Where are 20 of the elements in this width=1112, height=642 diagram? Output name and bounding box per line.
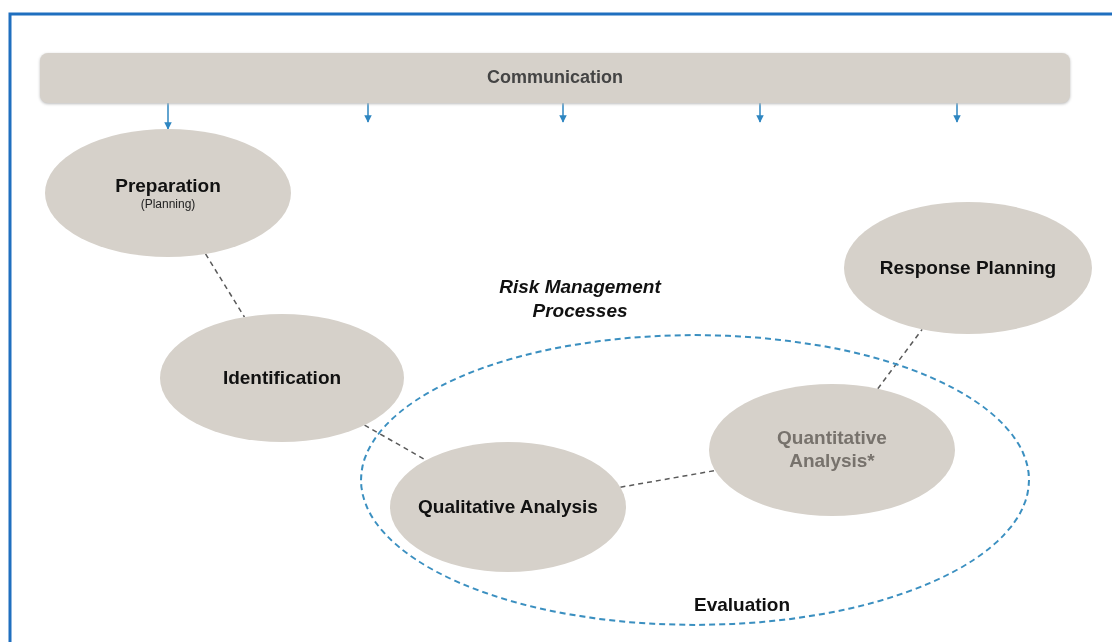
arrow — [559, 102, 567, 123]
node-title: Communication — [487, 67, 623, 89]
dashed-connector — [877, 328, 923, 390]
node-title: Response Planning — [879, 256, 1057, 280]
communication-bar — [40, 53, 1070, 103]
node-title: Identification — [222, 366, 342, 390]
node-title: Qualitative Analysis — [418, 495, 598, 519]
dashed-connector — [619, 469, 716, 488]
diagram-heading: Risk Management Processes — [498, 275, 663, 323]
arrow — [953, 102, 961, 123]
arrow — [756, 102, 764, 123]
dashed-connector — [204, 253, 246, 318]
arrow — [364, 102, 372, 123]
dashed-connector — [363, 424, 427, 461]
node-title: Preparation — [115, 174, 221, 198]
arrow — [164, 102, 172, 130]
dashed-group-ellipse — [360, 334, 1030, 626]
node-subtitle: (Planning) — [140, 197, 196, 212]
node-title: Evaluation — [692, 594, 792, 617]
node-title: Quantitative Analysis* — [776, 427, 888, 473]
